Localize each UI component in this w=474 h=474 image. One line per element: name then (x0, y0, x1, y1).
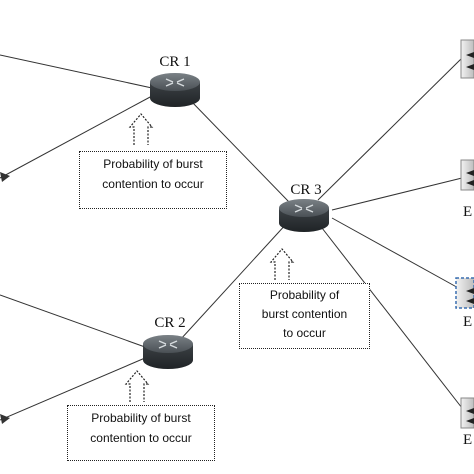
link-left-mid-cr1 (0, 95, 153, 179)
links (0, 54, 463, 421)
link-left-bottom-cr2 (0, 357, 146, 421)
router-cr2: CR 2 (143, 315, 193, 369)
arrowhead-icon (466, 52, 474, 70)
arrowhead-icon (466, 408, 474, 424)
note-line: burst contention (261, 307, 348, 321)
edge-node-4: E (460, 397, 474, 448)
router-cr3: CR 3 (279, 182, 329, 232)
router-arrows-icon (158, 340, 178, 349)
router-label-cr1: CR 1 (159, 54, 190, 70)
router-label-cr3: CR 3 (290, 182, 321, 198)
link-cr1-cr3 (189, 99, 291, 204)
router-cr1: CR 1 (150, 54, 200, 107)
note-line: Probability of (269, 288, 340, 302)
arrowhead-icon (466, 288, 474, 304)
note-line: to occur (283, 326, 326, 340)
edge-node-2: E (460, 159, 474, 220)
link-cr3-e4 (321, 227, 463, 409)
note-pointers (124, 113, 295, 402)
router-label-cr2: CR 2 (154, 315, 185, 331)
arrow-up-icon (128, 113, 154, 145)
contention-note-cr3: Probability of burst contention to occur (239, 283, 370, 349)
note-line: contention to occur (90, 431, 192, 445)
edge-label-3: E (463, 314, 472, 330)
edge-node-3: E (455, 277, 474, 330)
note-line: Probability of burst (103, 157, 203, 171)
arrow-up-icon (269, 248, 295, 280)
arrowhead-icon (466, 170, 474, 186)
contention-note-cr2: Probability of burst contention to occur (67, 405, 215, 461)
link-cr3-e2 (331, 177, 463, 211)
note-line: Probability of burst (91, 411, 191, 425)
link-cr3-e1 (317, 57, 463, 201)
contention-note-cr1: Probability of burst contention to occur (79, 151, 227, 209)
arrow-up-icon (124, 370, 150, 402)
note-line: contention to occur (102, 177, 204, 191)
link-cr3-e3 (331, 217, 463, 291)
edge-label-2: E (463, 204, 472, 220)
edge-label-4: E (463, 432, 472, 448)
arrowhead-icon (0, 414, 10, 424)
arrowhead-icon (0, 172, 10, 182)
left-arrowheads (0, 172, 10, 424)
router-arrows-icon (165, 78, 185, 87)
edge-node-1 (460, 39, 474, 79)
link-cr2-cr3 (179, 221, 289, 341)
router-arrows-icon (294, 204, 314, 213)
link-left-mid-cr2 (0, 294, 146, 348)
link-left-top-cr1 (0, 54, 153, 89)
